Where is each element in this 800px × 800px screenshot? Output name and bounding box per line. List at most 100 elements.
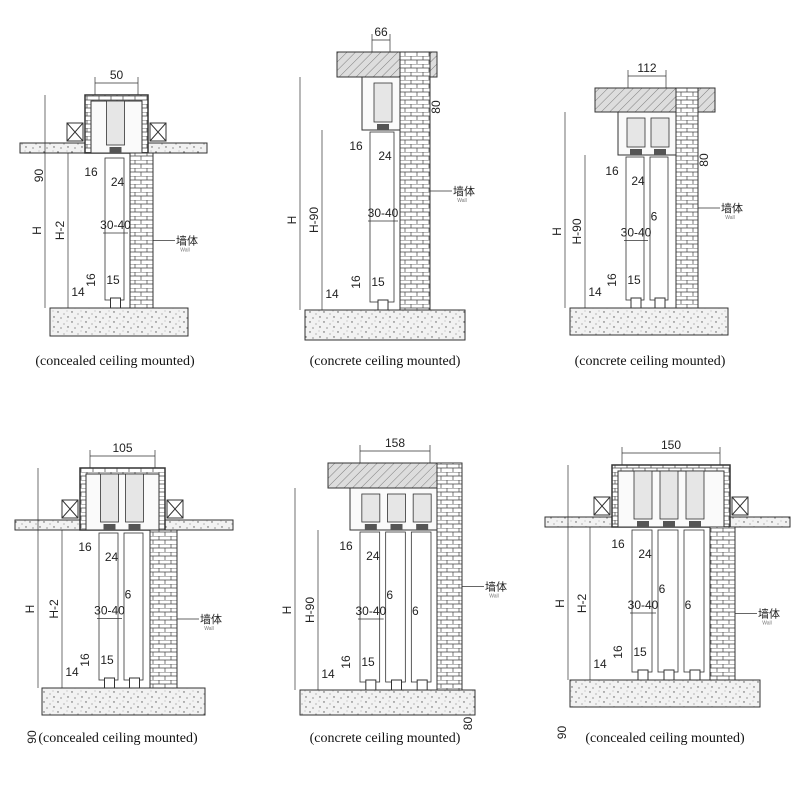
bottom-16-label: 16 <box>611 645 625 659</box>
height-offset-label: H-90 <box>570 218 584 244</box>
floor-guide <box>104 677 115 689</box>
clearance-label: 30-40 <box>628 598 659 612</box>
wall-label-english: Wall <box>204 626 214 632</box>
bottom-15-label: 15 <box>361 655 375 669</box>
hanger-bracket <box>663 521 675 527</box>
track-width-label: 24 <box>366 549 380 563</box>
top-width-label: 112 <box>637 61 656 75</box>
track-width-label: 24 <box>111 175 125 189</box>
top-width-dimension <box>94 77 139 95</box>
panel-caption: (concrete ceiling mounted) <box>310 354 461 369</box>
bottom-15-label: 15 <box>106 273 120 287</box>
clearance-label: 30-40 <box>355 604 386 618</box>
roller-carriage <box>626 117 646 148</box>
bottom-16-label: 16 <box>84 273 98 287</box>
clearance-label: 30-40 <box>94 604 125 618</box>
floor-guide <box>129 677 140 689</box>
top-width-dimension <box>89 450 156 468</box>
floor-guide <box>391 679 402 691</box>
roller-carriage <box>633 470 653 520</box>
roller-carriage <box>100 473 119 523</box>
wall-label-chinese: 墙体 <box>200 612 222 626</box>
side-height-label: 90 <box>25 730 39 744</box>
brick-wall <box>709 526 736 681</box>
bottom-16-label: 16 <box>349 275 363 289</box>
wall-label-chinese: 墙体 <box>176 234 198 248</box>
roller-carriage <box>361 493 381 523</box>
track-housing <box>85 473 160 531</box>
top-width-dimension <box>359 445 431 463</box>
side-height-label: 80 <box>697 153 711 167</box>
hanger-bracket <box>364 524 377 530</box>
wall-label-english: Wall <box>725 215 735 221</box>
door-panel <box>123 532 144 681</box>
height-H-label: H <box>285 216 299 225</box>
bottom-16-label: 16 <box>605 273 619 287</box>
floor-guide <box>416 679 428 691</box>
wall-label-chinese: 墙体 <box>721 201 743 215</box>
hanger-bracket <box>689 521 701 527</box>
concrete-floor <box>304 309 466 341</box>
roller-carriage <box>125 473 144 523</box>
height-H-label: H <box>550 227 564 236</box>
hanger-bracket <box>377 124 389 130</box>
wall-label-english: Wall <box>762 621 772 627</box>
clearance-label: 30-40 <box>100 218 131 232</box>
top-width-label: 158 <box>385 436 405 450</box>
roller-carriage <box>685 470 705 520</box>
concrete-floor <box>41 687 206 716</box>
roller-carriage <box>106 100 125 146</box>
height-offset-label: H-2 <box>575 594 589 614</box>
wall-label-chinese: 墙体 <box>453 184 475 198</box>
height-H-label: H <box>30 226 44 235</box>
gap-16-label: 16 <box>605 164 619 178</box>
brick-wall <box>436 462 463 691</box>
door-panel <box>657 529 679 673</box>
door-gap-label: 6 <box>386 588 393 602</box>
bottom-15-label: 15 <box>633 645 647 659</box>
bottom-14-label: 14 <box>593 657 607 671</box>
hanger-bracket <box>654 149 666 155</box>
concrete-floor <box>49 307 189 337</box>
side-height-label: 80 <box>429 100 443 114</box>
height-H-label: H <box>280 606 294 615</box>
panel-caption: (concealed ceiling mounted) <box>35 354 195 369</box>
door-gap-label: 6 <box>651 210 658 224</box>
brick-wall <box>399 51 431 311</box>
bottom-16-label: 16 <box>339 655 353 669</box>
hanger-bracket <box>637 521 649 527</box>
wall-label-english: Wall <box>457 198 467 204</box>
gap-16-label: 16 <box>611 537 625 551</box>
hanger-bracket <box>128 524 141 530</box>
gap-16-label: 16 <box>349 139 363 153</box>
top-width-label: 105 <box>112 441 132 455</box>
timber-batten-cross <box>66 122 84 142</box>
timber-batten-cross <box>149 122 167 142</box>
height-H-label: H <box>23 605 37 614</box>
floor-guide <box>663 669 675 681</box>
panel-caption: (concrete ceiling mounted) <box>575 354 726 369</box>
side-height-label: 90 <box>32 169 46 183</box>
door-panel <box>385 531 406 683</box>
height-offset-label: H-2 <box>47 599 61 619</box>
top-width-dimension <box>371 34 391 52</box>
timber-batten-cross <box>166 499 184 519</box>
bottom-14-label: 14 <box>588 285 602 299</box>
wall-label-english: Wall <box>489 594 499 600</box>
bottom-14-label: 14 <box>321 667 335 681</box>
panel-caption: (concealed ceiling mounted) <box>38 731 198 746</box>
bottom-15-label: 15 <box>100 653 114 667</box>
floor-guide <box>365 679 377 691</box>
height-offset-label: H-90 <box>307 207 321 233</box>
hanger-bracket <box>109 147 122 153</box>
concrete-floor <box>299 689 476 716</box>
floor-guide <box>637 669 649 681</box>
timber-batten-cross <box>731 496 749 516</box>
height-H-label: H <box>553 599 567 608</box>
bottom-14-label: 14 <box>65 665 79 679</box>
bottom-15-label: 15 <box>627 273 641 287</box>
